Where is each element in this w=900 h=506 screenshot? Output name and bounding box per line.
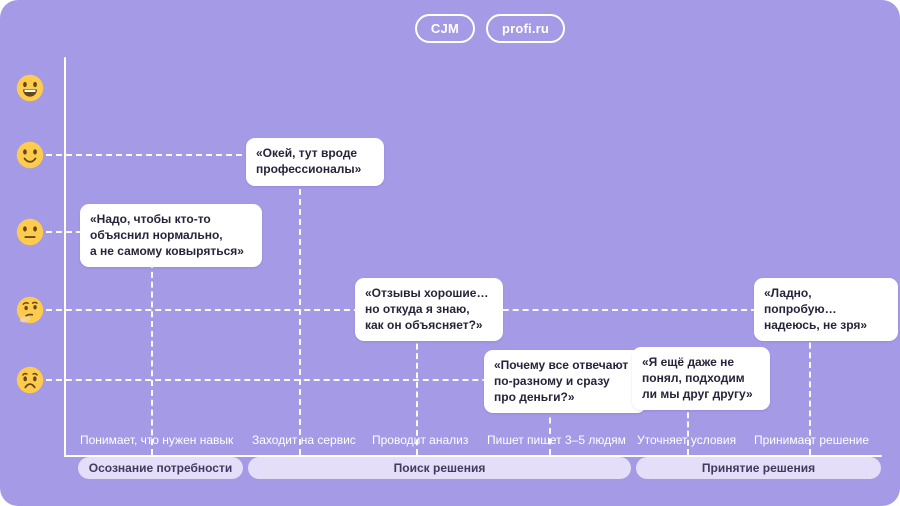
emotion-axis bbox=[64, 57, 66, 457]
dashed-connector-vertical bbox=[299, 179, 301, 455]
dashed-connector-vertical bbox=[809, 333, 811, 455]
quote-bubble: «Я ещё даже не понял, подходим ли мы дру… bbox=[632, 347, 770, 411]
step-label: Проводит анализ bbox=[372, 433, 469, 447]
dashed-connector-vertical bbox=[416, 334, 418, 455]
slightly-smiling-face-icon bbox=[16, 141, 44, 169]
journey-axis bbox=[64, 455, 882, 457]
neutral-face-icon bbox=[16, 218, 44, 246]
dashed-connector-vertical bbox=[549, 407, 551, 455]
dashed-connector-horizontal bbox=[46, 231, 82, 233]
quote-bubble: «Надо, чтобы кто-то объяснил нормально, … bbox=[80, 204, 262, 268]
step-label: Пишет пишет 3–5 людям bbox=[487, 433, 626, 447]
dashed-connector-horizontal bbox=[46, 379, 637, 381]
step-label: Понимает, что нужен навык bbox=[80, 433, 234, 447]
quote-bubble: «Почему все отвечают по-разному и сразу … bbox=[484, 350, 646, 414]
dashed-connector-vertical bbox=[151, 262, 153, 455]
step-label: Заходит на сервис bbox=[252, 433, 356, 447]
step-label: Уточняет условия bbox=[637, 433, 737, 447]
quote-bubble: «Отзывы хорошие… но откуда я знаю, как о… bbox=[355, 278, 503, 342]
worried-face-icon bbox=[16, 366, 44, 394]
grinning-face-icon bbox=[16, 74, 44, 102]
stage-pill-decision: Принятие решения bbox=[636, 457, 881, 479]
stage-pill-search: Поиск решения bbox=[248, 457, 631, 479]
header-badges: CJM profi.ru bbox=[40, 14, 900, 43]
stage-pill-awareness: Осознание потребности bbox=[78, 457, 243, 479]
thinking-face-icon bbox=[16, 296, 44, 324]
profi-ru-badge: profi.ru bbox=[485, 14, 566, 43]
quote-bubble: «Ладно, попробую… надеюсь, не зря» bbox=[754, 278, 898, 342]
step-label: Принимает решение bbox=[754, 433, 870, 447]
dashed-connector-vertical bbox=[687, 403, 689, 455]
quote-bubble: «Окей, тут вроде профессионалы» bbox=[246, 138, 384, 186]
dashed-connector-horizontal bbox=[46, 154, 252, 156]
cjm-badge: CJM bbox=[414, 14, 475, 43]
